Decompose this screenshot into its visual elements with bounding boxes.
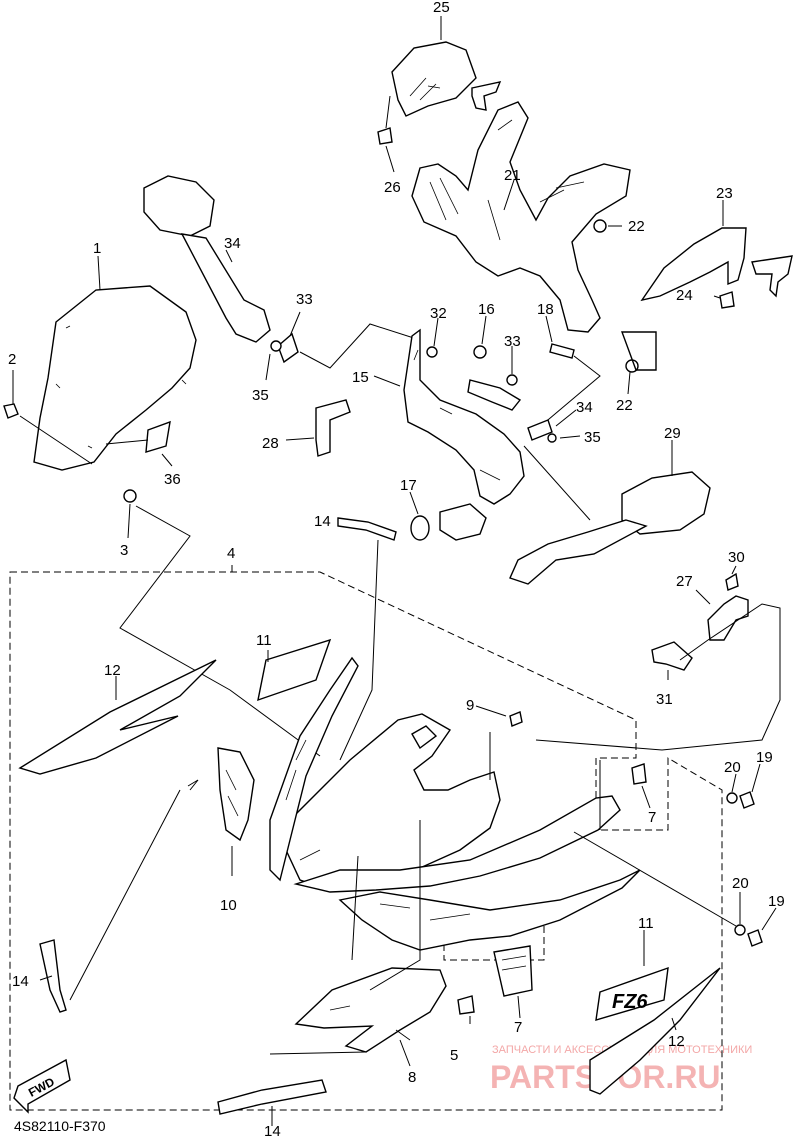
part-label: 26 <box>384 179 401 196</box>
part-21-inner-panel <box>411 101 631 333</box>
part-label: 20 <box>732 875 749 892</box>
part-14-strip-left <box>39 939 67 1013</box>
part-11-decal-left <box>257 638 332 702</box>
part-34-35-fasteners-left <box>265 311 421 381</box>
part-label: 10 <box>220 897 237 914</box>
part-label: 16 <box>478 301 495 318</box>
fwd-arrow: FWD <box>13 1058 71 1114</box>
part-label: 11 <box>638 915 654 932</box>
part-label: 17 <box>400 477 417 494</box>
part-25-inner-cover <box>391 16 502 117</box>
part-label: 5 <box>450 1047 458 1064</box>
part-label: 1 <box>93 240 101 257</box>
part-label: 25 <box>433 0 450 16</box>
part-label: 12 <box>104 662 121 679</box>
part-10-inner-panel <box>189 747 255 876</box>
part-label: 27 <box>676 573 693 590</box>
part-label: 31 <box>656 691 673 708</box>
part-label: 29 <box>664 425 681 442</box>
part-label: 11 <box>256 632 272 649</box>
part-label: 7 <box>648 809 656 826</box>
part-30-bracket <box>285 399 351 457</box>
part-label: 18 <box>537 301 554 318</box>
part-5-clip <box>457 995 475 1024</box>
part-17-grommet <box>409 491 487 541</box>
part-22-bolt-upper <box>593 219 622 233</box>
part-14-strip-bottom <box>217 1079 327 1126</box>
part-number-labels: 25 26 21 22 23 24 1 34 2 33 35 32 16 18 … <box>8 0 785 1136</box>
part-8-lower-cowl <box>269 967 447 1067</box>
part-label: 28 <box>262 435 279 452</box>
leader-lines <box>69 760 601 1001</box>
part-label: 22 <box>616 397 633 414</box>
part-4-front-cowling <box>285 713 641 951</box>
part-label: 33 <box>296 291 313 308</box>
part-label: 12 <box>668 1033 685 1050</box>
fz6-decal-text: FZ6 <box>612 991 648 1013</box>
part-32-mirror-left <box>143 175 271 343</box>
part-26-clip <box>377 95 395 173</box>
part-16-grommet <box>473 315 487 359</box>
part-12-graphic-right <box>589 967 721 1095</box>
part-label: 7 <box>514 1019 522 1036</box>
part-27-28-29-brackets <box>535 565 781 751</box>
part-7-bracket <box>493 945 533 1019</box>
part-label: 36 <box>164 471 181 488</box>
part-label: 30 <box>728 549 745 566</box>
part-label: 14 <box>264 1123 281 1136</box>
part-36-label <box>105 420 173 467</box>
part-31-mirror-right <box>509 440 711 585</box>
part-label: 20 <box>724 759 741 776</box>
figure-code: 4S82110-F370 <box>14 1118 106 1134</box>
part-label: 33 <box>504 333 521 350</box>
part-label: 34 <box>224 235 241 252</box>
part-13-wire-clip <box>337 517 397 761</box>
part-label: 15 <box>352 369 369 386</box>
part-19-20-screws-lower <box>573 831 777 947</box>
part-1-windscreen <box>33 255 197 471</box>
part-4-side-edge <box>269 656 359 882</box>
part-19-20-screws-upper <box>726 763 761 809</box>
part-label: 34 <box>576 399 593 416</box>
part-label: 14 <box>314 513 331 530</box>
part-12-graphic-left <box>18 659 217 775</box>
part-9-screw <box>475 705 523 780</box>
part-18-bolt <box>535 315 601 431</box>
part-22-bolt-lower <box>620 331 657 395</box>
part-label: 21 <box>504 167 521 184</box>
part-label: 35 <box>252 387 269 404</box>
part-3-nut <box>119 489 321 757</box>
part-label: 4 <box>227 545 235 562</box>
part-label: 24 <box>676 287 693 304</box>
part-34-35-fasteners-right <box>527 409 581 443</box>
part-label: 14 <box>12 973 29 990</box>
part-label: 35 <box>584 429 601 446</box>
part-label: 19 <box>768 893 785 910</box>
part-label: 3 <box>120 542 128 559</box>
part-2-screw <box>3 370 93 465</box>
fairing-assembly-outline <box>9 562 723 1111</box>
part-33-nut-upper <box>426 317 518 386</box>
part-label: 22 <box>628 218 645 235</box>
part-label: 19 <box>756 749 773 766</box>
part-label: 2 <box>8 351 16 368</box>
part-11-decal-right: FZ6 <box>595 930 669 1021</box>
part-label: 32 <box>430 305 447 322</box>
part-23-side-bracket <box>640 200 793 302</box>
part-label: 23 <box>716 185 733 202</box>
part-6-clip <box>631 763 651 809</box>
part-15-fairing-stay <box>373 328 525 505</box>
part-label: 8 <box>408 1069 416 1086</box>
part-label: 9 <box>466 697 474 714</box>
part-24-clip <box>713 291 735 309</box>
